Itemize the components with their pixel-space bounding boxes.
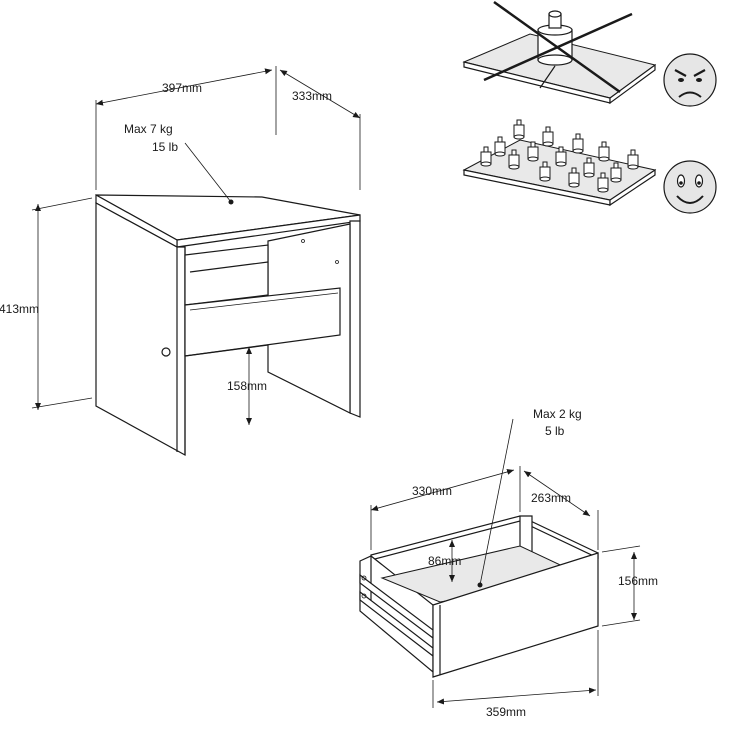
angry-face-icon [663, 53, 717, 107]
wrong-load-example [462, 0, 717, 107]
small-weight-icon [597, 172, 609, 193]
small-weight-icon [555, 146, 567, 167]
drawer-inner-height-label: 86mm [428, 554, 461, 568]
small-weight-icon [627, 149, 639, 170]
nightstand-depth-label: 333mm [292, 89, 332, 103]
small-weight-icon [527, 141, 539, 162]
distributed-weights [480, 119, 639, 193]
nightstand-load-line1: Max 7 kg [124, 122, 173, 136]
nightstand-dimensions [31, 66, 361, 425]
small-weight-icon [513, 119, 525, 140]
small-weight-icon [610, 162, 622, 183]
nightstand-clearance-label: 158mm [227, 379, 267, 393]
drawer-depth-label: 263mm [531, 491, 571, 505]
small-weight-icon [598, 141, 610, 162]
drawer-drawing [359, 418, 599, 678]
small-weight-icon [539, 161, 551, 182]
small-weight-icon [572, 133, 584, 154]
cam-lock-hole-icon [161, 347, 171, 357]
nightstand-load-line2: 15 lb [152, 140, 178, 154]
small-weight-icon [480, 146, 492, 167]
small-weight-icon [542, 126, 554, 147]
smiley-face-icon [663, 160, 717, 214]
small-weight-icon [583, 157, 595, 178]
nightstand-width-label: 397mm [162, 81, 202, 95]
cross-out-icon [483, 0, 633, 94]
drawer-load-line1: Max 2 kg [533, 407, 582, 421]
drawer-inner-width-label: 330mm [412, 484, 452, 498]
nightstand-height-label: 413mm [0, 302, 39, 316]
drawer-front-height-label: 156mm [618, 574, 658, 588]
drawer-front-width-label: 359mm [486, 705, 526, 719]
drawer-dimensions [370, 466, 641, 708]
nightstand-drawing [95, 142, 361, 457]
small-weight-icon [568, 167, 580, 188]
small-weight-icon [508, 149, 520, 170]
right-load-example [462, 119, 717, 214]
small-weight-icon [494, 136, 506, 157]
drawer-load-line2: 5 lb [545, 424, 565, 438]
